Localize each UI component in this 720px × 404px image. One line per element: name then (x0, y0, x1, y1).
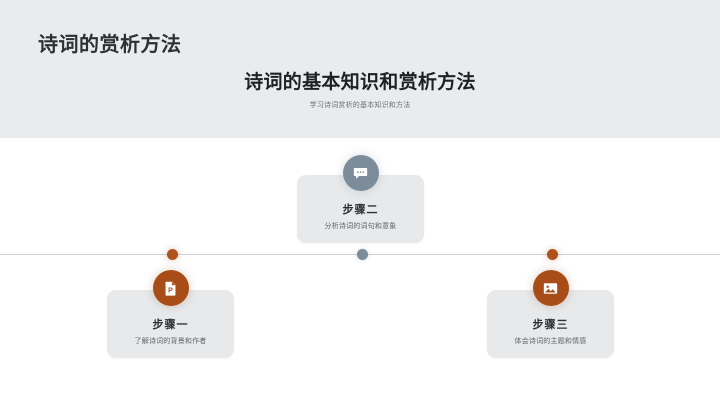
hero-title: 诗词的基本知识和赏析方法 (244, 72, 476, 93)
step-card[interactable]: P 步骤一 了解诗词的背景和作者 (107, 270, 234, 359)
step-card[interactable]: 步骤二 分析诗词的词句和意象 (297, 155, 424, 244)
svg-text:P: P (168, 286, 173, 294)
step-description: 体会诗词的主题和情感 (514, 338, 587, 345)
page-title: 诗词的赏析方法 (38, 34, 182, 56)
timeline-step-3[interactable]: 步骤三 体会诗词的主题和情感 (487, 270, 614, 359)
step-title: 步骤一 (152, 319, 189, 331)
header-band (0, 0, 720, 138)
step-title: 步骤二 (342, 204, 379, 216)
hero-heading-group: 诗词的基本知识和赏析方法 学习诗词赏析的基本知识和方法 (210, 72, 510, 109)
image-picture-icon (532, 270, 569, 306)
timeline-step-2[interactable]: 步骤二 分析诗词的词句和意象 (297, 155, 424, 244)
timeline-step-1[interactable]: P 步骤一 了解诗词的背景和作者 (107, 270, 234, 359)
file-document-p-icon: P (152, 270, 189, 306)
timeline-node-2 (357, 249, 368, 260)
step-title: 步骤三 (532, 319, 569, 331)
step-card[interactable]: 步骤三 体会诗词的主题和情感 (487, 270, 614, 359)
step-description: 了解诗词的背景和作者 (134, 338, 207, 345)
hero-subtitle: 学习诗词赏析的基本知识和方法 (309, 102, 411, 109)
timeline-node-3 (547, 249, 558, 260)
step-description: 分析诗词的词句和意象 (324, 223, 397, 230)
timeline-node-1 (167, 249, 178, 260)
comment-bubble-icon (342, 155, 379, 191)
